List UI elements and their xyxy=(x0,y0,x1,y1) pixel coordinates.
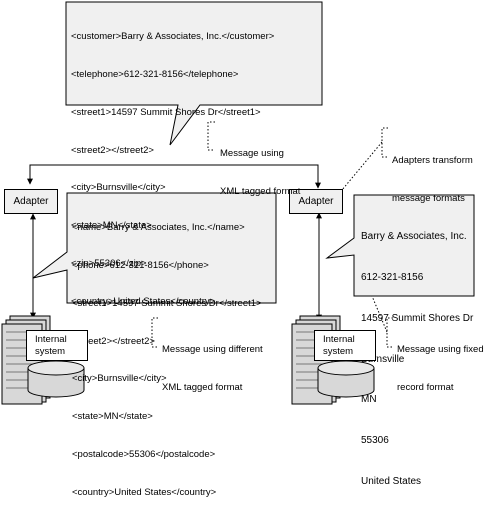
message-line: United States xyxy=(361,475,422,487)
message-line: <country>United States</country> xyxy=(71,295,216,307)
message-line: <telephone>612-321-8156</telephone> xyxy=(71,68,239,80)
message-line: <name>Barry & Associates, Inc.</name> xyxy=(72,222,245,234)
system-label-line1: Internal xyxy=(323,333,355,345)
annotation-line: record format xyxy=(397,381,454,393)
left-internal-system: Internal system xyxy=(26,330,88,361)
message-line: <customer>Barry & Associates, Inc.</cust… xyxy=(71,31,275,43)
message-line: MN xyxy=(361,394,377,406)
integration-diagram: <customer>Barry & Associates, Inc.</cust… xyxy=(1,1,484,498)
right-internal-system: Internal system xyxy=(314,330,376,361)
right-adapter: Adapter xyxy=(289,189,343,214)
system-label-line2: system xyxy=(323,345,354,357)
adapter-label: Adapter xyxy=(298,196,334,207)
annotation-line: Message using fixed xyxy=(397,344,484,356)
diagram-connectors xyxy=(1,1,475,405)
annot-bracket-xml xyxy=(207,121,215,151)
message-line: 14597 Summit Shores Dr xyxy=(361,312,474,324)
annotation-line: XML tagged format xyxy=(162,381,243,393)
annotation-line: Message using different xyxy=(162,344,263,356)
message-line: <zip>55306</zip> xyxy=(71,257,147,269)
message-line: <street2></street2> xyxy=(71,144,154,156)
adapter-label: Adapter xyxy=(13,196,49,207)
message-line: <phone>612-321-8156</phone> xyxy=(72,259,209,271)
message-line: <street1>14597 Summit Shores Dr</street1… xyxy=(72,297,262,309)
annot-bracket-transform xyxy=(381,127,388,158)
annotation-line: XML tagged format xyxy=(220,185,301,197)
message-line: <street2></street2> xyxy=(72,335,155,347)
left-bubble-shape xyxy=(32,192,277,304)
annotation-line: Adapters transform xyxy=(392,155,473,167)
annotation-line: message formats xyxy=(392,192,465,204)
left-adapter: Adapter xyxy=(4,189,58,214)
right-database-icon xyxy=(317,360,375,398)
top-xml-message: <customer>Barry & Associates, Inc.</cust… xyxy=(67,4,278,335)
annotation-fixed-record: Message using fixed record format xyxy=(397,319,484,420)
message-line: <state>MN</state> xyxy=(71,220,152,232)
message-line: <postalcode>55306</postalcode> xyxy=(72,448,216,460)
top-bubble-shape xyxy=(65,1,323,146)
message-line: 612-321-8156 xyxy=(361,271,424,283)
system-label-line2: system xyxy=(35,345,66,357)
message-line: <city>Burnsville</city> xyxy=(72,373,167,385)
left-database-icon xyxy=(27,360,85,398)
annotation-different-xml: Message using different XML tagged forma… xyxy=(162,319,263,420)
leader-transform xyxy=(341,141,383,191)
message-line: Burnsville xyxy=(361,353,405,365)
message-line: <street1>14597 Summit Shores Dr</street1… xyxy=(71,106,261,118)
right-bubble-shape xyxy=(325,194,475,297)
system-label-line1: Internal xyxy=(35,333,67,345)
annotation-line: Message using xyxy=(220,148,284,160)
message-line: <city>Burnsville</city> xyxy=(71,182,166,194)
message-line: 55306 xyxy=(361,435,389,447)
annotation-xml-tagged: Message using XML tagged format xyxy=(220,123,300,224)
annotation-adapters-transform: Adapters transform message formats xyxy=(392,130,473,231)
message-line: <country>United States</country> xyxy=(72,486,217,498)
leader-fixed xyxy=(371,295,388,333)
message-line: Barry & Associates, Inc. xyxy=(361,231,467,243)
